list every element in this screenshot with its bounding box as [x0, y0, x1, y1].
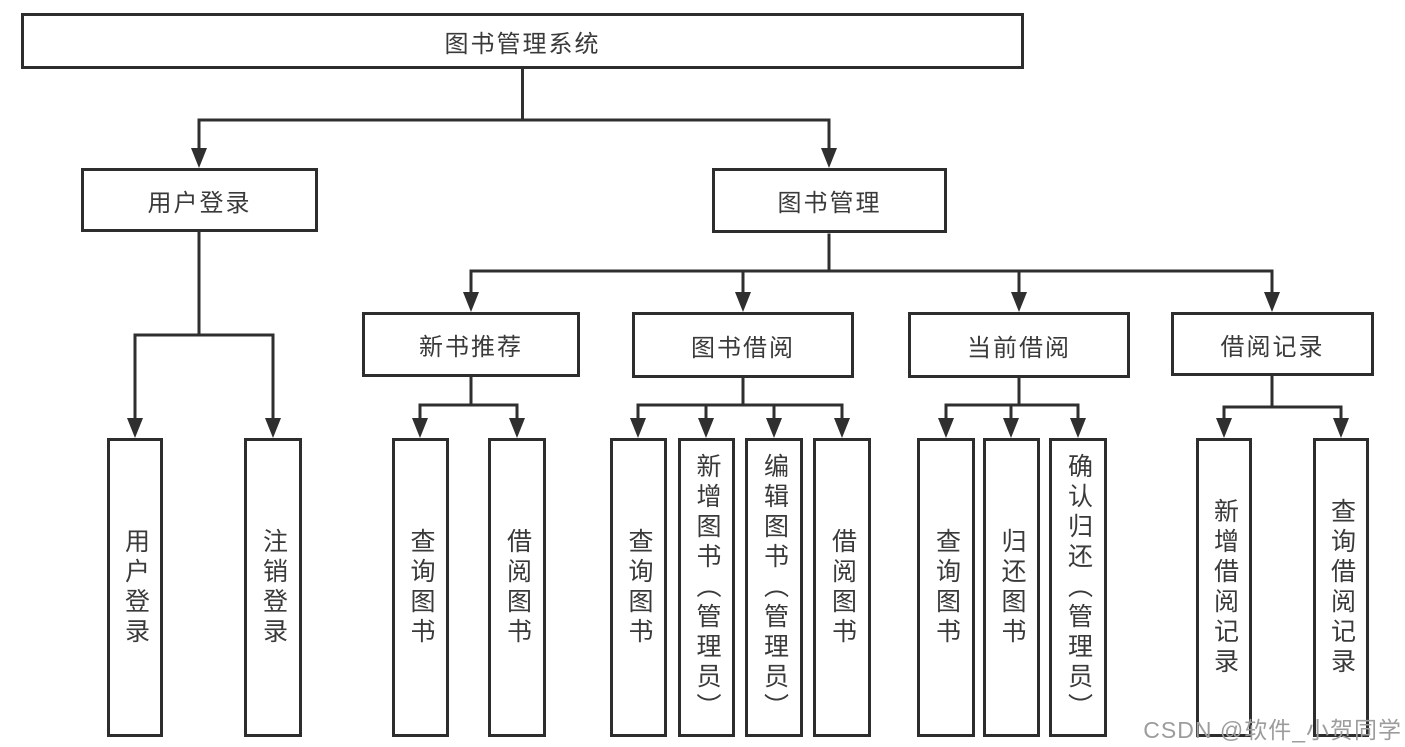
- leaf-borrowing-add-books-admin: 新增图书（管理员）: [678, 438, 735, 737]
- leaf-borrowing-borrow-books-label: 借阅图书: [828, 527, 857, 648]
- node-book-borrowing-label: 图书借阅: [691, 334, 795, 362]
- leaf-current-confirm-return-admin: 确认归还（管理员）: [1049, 438, 1107, 737]
- leaf-records-query-borrow-record: 查询借阅记录: [1313, 438, 1369, 737]
- csdn-watermark: CSDN @软件_小贺同学: [1143, 717, 1402, 743]
- leaf-borrowing-edit-books-admin: 编辑图书（管理员）: [745, 438, 803, 737]
- leaf-user-login-label: 用户登录: [121, 527, 150, 648]
- leaf-borrowing-add-books-admin-label: 新增图书（管理员）: [693, 452, 721, 723]
- leaf-current-return-books: 归还图书: [983, 438, 1040, 737]
- leaf-current-query-books-label: 查询图书: [932, 527, 961, 648]
- leaf-borrowing-query-books: 查询图书: [610, 438, 667, 737]
- leaf-borrowing-edit-books-admin-label: 编辑图书（管理员）: [760, 452, 789, 723]
- leaf-newbooks-query-books-label: 查询图书: [407, 527, 435, 648]
- node-current-borrowing: 当前借阅: [908, 312, 1130, 378]
- node-user-login-label: 用户登录: [147, 189, 252, 217]
- leaf-records-add-borrow-record-label: 新增借阅记录: [1210, 497, 1239, 678]
- leaf-logout-label: 注销登录: [259, 527, 288, 648]
- leaf-borrowing-query-books-label: 查询图书: [625, 527, 653, 648]
- leaf-newbooks-borrow-books-label: 借阅图书: [503, 527, 532, 648]
- node-book-management-label: 图书管理: [777, 190, 882, 217]
- leaf-user-login: 用户登录: [107, 438, 163, 737]
- arrowheads: [127, 148, 1349, 438]
- leaf-newbooks-borrow-books: 借阅图书: [488, 438, 546, 737]
- leaf-current-return-books-label: 归还图书: [998, 527, 1026, 648]
- node-new-book-recommend: 新书推荐: [362, 312, 580, 377]
- leaf-records-query-borrow-record-label: 查询借阅记录: [1327, 497, 1356, 678]
- node-root: 图书管理系统: [21, 13, 1024, 69]
- node-book-borrowing: 图书借阅: [632, 312, 854, 378]
- leaf-current-confirm-return-admin-label: 确认归还（管理员）: [1064, 452, 1093, 723]
- node-borrow-records: 借阅记录: [1171, 312, 1374, 376]
- node-current-borrowing-label: 当前借阅: [967, 334, 1071, 362]
- leaf-current-query-books: 查询图书: [917, 438, 975, 737]
- leaf-logout: 注销登录: [244, 438, 302, 737]
- leaf-records-add-borrow-record: 新增借阅记录: [1196, 438, 1252, 737]
- node-book-management: 图书管理: [712, 168, 947, 233]
- node-borrow-records-label: 借阅记录: [1220, 333, 1325, 361]
- node-user-login: 用户登录: [81, 168, 318, 232]
- node-new-book-recommend-label: 新书推荐: [419, 334, 523, 361]
- leaf-borrowing-borrow-books: 借阅图书: [813, 438, 871, 737]
- node-root-label: 图书管理系统: [444, 30, 601, 58]
- leaf-newbooks-query-books: 查询图书: [392, 438, 449, 737]
